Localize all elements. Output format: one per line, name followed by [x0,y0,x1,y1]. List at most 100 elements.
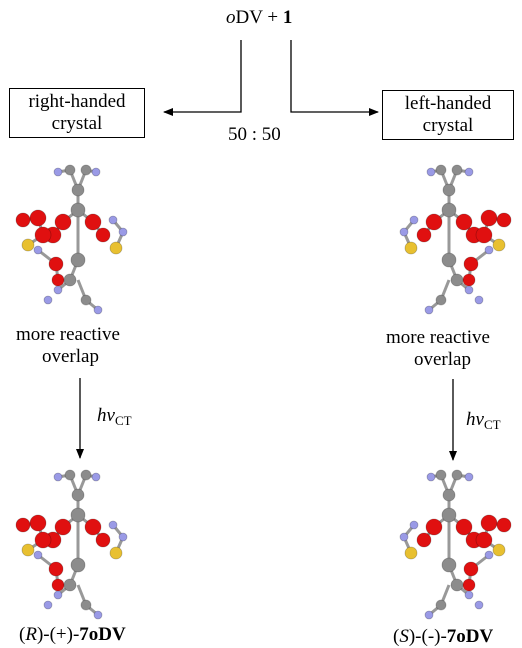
gray-atom [441,252,457,268]
yellow-atom [404,546,418,560]
right-product-config: S [399,626,409,647]
red-atom [480,514,498,532]
gray-atom [451,164,463,176]
gray-atom [442,183,456,197]
blue-atom [409,215,419,225]
blue-atom [53,472,63,482]
gray-atom [450,578,464,592]
blue-atom [33,550,43,560]
blue-atom [409,520,419,530]
blue-atom [474,295,484,305]
blue-atom [464,590,474,600]
blue-atom [464,285,474,295]
left-product-name: 7oDV [79,624,126,645]
red-atom [416,532,432,548]
blue-atom [426,472,436,482]
blue-atom [53,167,63,177]
blue-atom [424,305,434,315]
left-handed-crystal-box: left-handed crystal [382,90,514,140]
reaction-prefix: o [226,7,236,28]
gray-atom [70,557,86,573]
right-light-symbol: hν [466,409,484,430]
red-atom [48,256,64,272]
left-box-line1: right-handed [28,91,126,112]
gray-atom [63,273,77,287]
molecule-overlap-right [399,164,512,315]
blue-atom [53,285,63,295]
gray-atom [441,507,457,523]
gray-atom [450,273,464,287]
red-atom [84,518,102,536]
blue-atom [118,227,128,237]
gray-atom [71,183,85,197]
gray-atom [70,507,86,523]
gray-atom [64,164,76,176]
red-atom [463,256,479,272]
blue-atom [93,305,103,315]
gray-atom [451,469,463,481]
red-atom [496,517,512,533]
blue-atom [484,550,494,560]
left-light-sub: CT [114,413,132,428]
blue-atom [474,600,484,610]
gray-atom [71,488,85,502]
left-product-sign: + [55,624,67,645]
right-product-name: 7oDV [446,626,494,647]
right-product-label: (S)-(-)-7oDV [393,626,494,647]
yellow-atom [21,238,35,252]
right-box-line1: left-handed [404,93,492,114]
red-atom [455,518,473,536]
red-atom [34,226,52,244]
blue-atom [43,295,53,305]
red-atom [463,561,479,577]
blue-atom [43,600,53,610]
yellow-atom [109,546,123,560]
right-light-label: hνCT [466,409,501,431]
red-atom [54,213,72,231]
blue-atom [108,520,118,530]
yellow-atom [404,241,418,255]
gray-atom [435,599,447,611]
gray-atom [70,202,86,218]
red-atom [29,514,47,532]
left-light-symbol: hν [97,405,115,426]
gray-atom [63,578,77,592]
blue-atom [91,472,101,482]
red-atom [480,209,498,227]
red-atom [48,561,64,577]
reaction-compound-number: 1 [282,7,293,28]
red-atom [462,578,476,592]
blue-atom [53,590,63,600]
left-overlap-line2: overlap [42,346,99,367]
blue-atom [118,532,128,542]
gray-atom [80,294,92,306]
red-atom [54,518,72,536]
right-light-sub: CT [483,417,501,432]
gray-atom [70,252,86,268]
red-atom [34,531,52,549]
ratio-label: 50 : 50 [228,124,281,145]
gray-atom [441,557,457,573]
red-atom [95,227,111,243]
split-arrow-right [290,40,379,116]
red-atom [416,227,432,243]
red-atom [475,226,493,244]
gray-atom [80,599,92,611]
red-atom [29,209,47,227]
red-atom [15,212,31,228]
right-product-sign: - [427,626,435,647]
blue-atom [91,167,101,177]
red-atom [475,531,493,549]
gray-atom [80,469,92,481]
yellow-atom [492,543,506,557]
molecule-product-r [15,469,128,620]
gray-atom [435,164,447,176]
red-atom [462,273,476,287]
left-product-label: (R)-(+)-7oDV [19,624,126,645]
left-light-label: hνCT [97,405,132,427]
blue-atom [424,610,434,620]
right-overlap-line2: overlap [414,349,471,370]
blue-atom [464,167,474,177]
blue-atom [464,472,474,482]
red-atom [425,518,443,536]
